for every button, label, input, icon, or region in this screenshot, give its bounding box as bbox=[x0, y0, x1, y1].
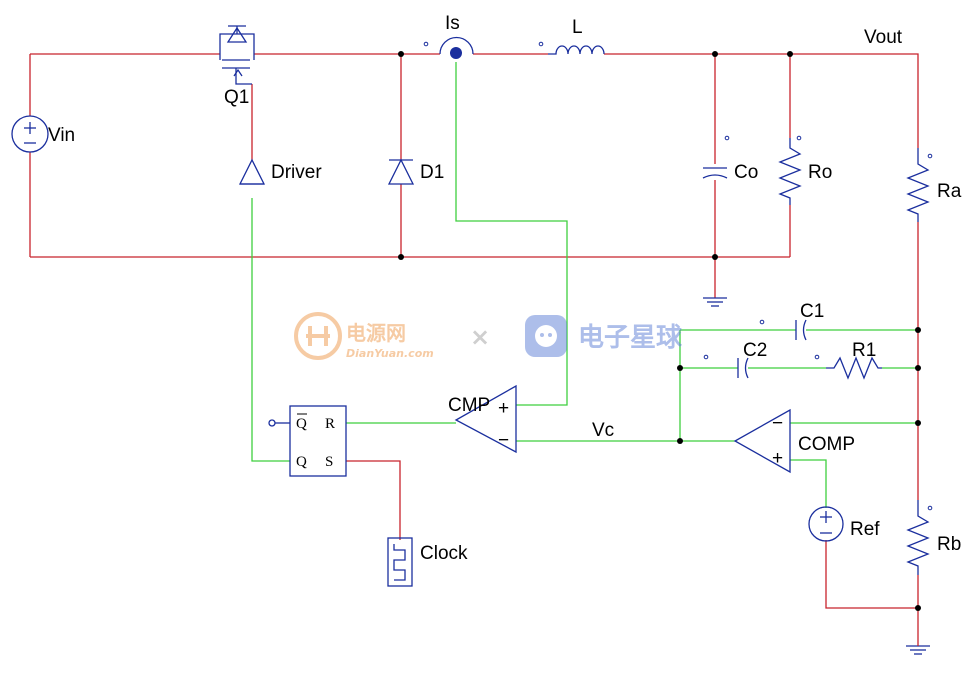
label-vc: Vc bbox=[592, 420, 614, 441]
comp-error-amp: − + bbox=[733, 408, 791, 474]
label-q1: Q1 bbox=[224, 87, 249, 108]
cmp-plus-pin: + bbox=[498, 398, 509, 419]
l-inductor bbox=[548, 45, 605, 55]
label-c2: C2 bbox=[743, 340, 767, 361]
ff-s-pin: S bbox=[325, 454, 333, 470]
label-ro: Ro bbox=[808, 162, 832, 183]
rb-resistor bbox=[906, 500, 930, 575]
label-rb: Rb bbox=[937, 534, 961, 555]
junction-nodes bbox=[398, 51, 921, 611]
label-clock: Clock bbox=[420, 543, 468, 564]
watermark-elecfans: 电子星球 bbox=[525, 315, 683, 357]
r1-resistor bbox=[826, 356, 882, 380]
c2-capacitor bbox=[737, 357, 749, 379]
watermark-dianyuan: 电源网 DianYuan.com bbox=[294, 312, 434, 360]
driver-buffer bbox=[238, 158, 266, 185]
watermark-times: × bbox=[470, 323, 490, 351]
label-r1: R1 bbox=[852, 340, 876, 361]
label-c1: C1 bbox=[800, 301, 824, 322]
c1-capacitor bbox=[795, 319, 807, 341]
signal-wires bbox=[251, 62, 918, 508]
label-vout: Vout bbox=[864, 27, 903, 48]
d1-diode bbox=[387, 158, 415, 185]
watermark-elecfans-cn: 电子星球 bbox=[578, 323, 683, 353]
ff-r-pin: R bbox=[325, 416, 335, 432]
label-l: L bbox=[572, 17, 583, 38]
label-cmp: CMP bbox=[448, 395, 490, 416]
q1-mosfet bbox=[219, 25, 255, 85]
ground-co bbox=[703, 297, 727, 307]
cmp-minus-pin: − bbox=[498, 430, 509, 451]
comp-plus-pin: + bbox=[772, 448, 783, 469]
part-marker-dots bbox=[423, 41, 933, 511]
comp-minus-pin: − bbox=[772, 413, 783, 434]
label-vin: Vin bbox=[48, 125, 75, 146]
ro-resistor bbox=[778, 138, 802, 205]
ground-rb bbox=[906, 640, 930, 655]
ref-source bbox=[808, 506, 844, 542]
sr-flipflop: Q R Q S bbox=[268, 405, 347, 477]
label-ra: Ra bbox=[937, 181, 962, 202]
cmp-comparator: + − bbox=[454, 384, 517, 454]
watermark-dianyuan-en: DianYuan.com bbox=[346, 347, 434, 360]
label-co: Co bbox=[734, 162, 758, 183]
co-capacitor bbox=[702, 167, 728, 179]
vin-source bbox=[11, 115, 49, 153]
ff-q-pin: Q bbox=[296, 454, 307, 470]
is-current-sensor bbox=[439, 36, 474, 59]
label-is: Is bbox=[445, 13, 460, 34]
clock-source bbox=[387, 537, 413, 587]
ff-qbar-pin: Q bbox=[296, 416, 307, 432]
label-d1: D1 bbox=[420, 162, 444, 183]
label-ref: Ref bbox=[850, 519, 880, 540]
watermark-dianyuan-cn: 电源网 bbox=[346, 321, 406, 345]
power-wires bbox=[29, 53, 919, 640]
ra-resistor bbox=[906, 148, 930, 222]
label-driver: Driver bbox=[271, 162, 322, 183]
label-comp: COMP bbox=[798, 434, 855, 455]
